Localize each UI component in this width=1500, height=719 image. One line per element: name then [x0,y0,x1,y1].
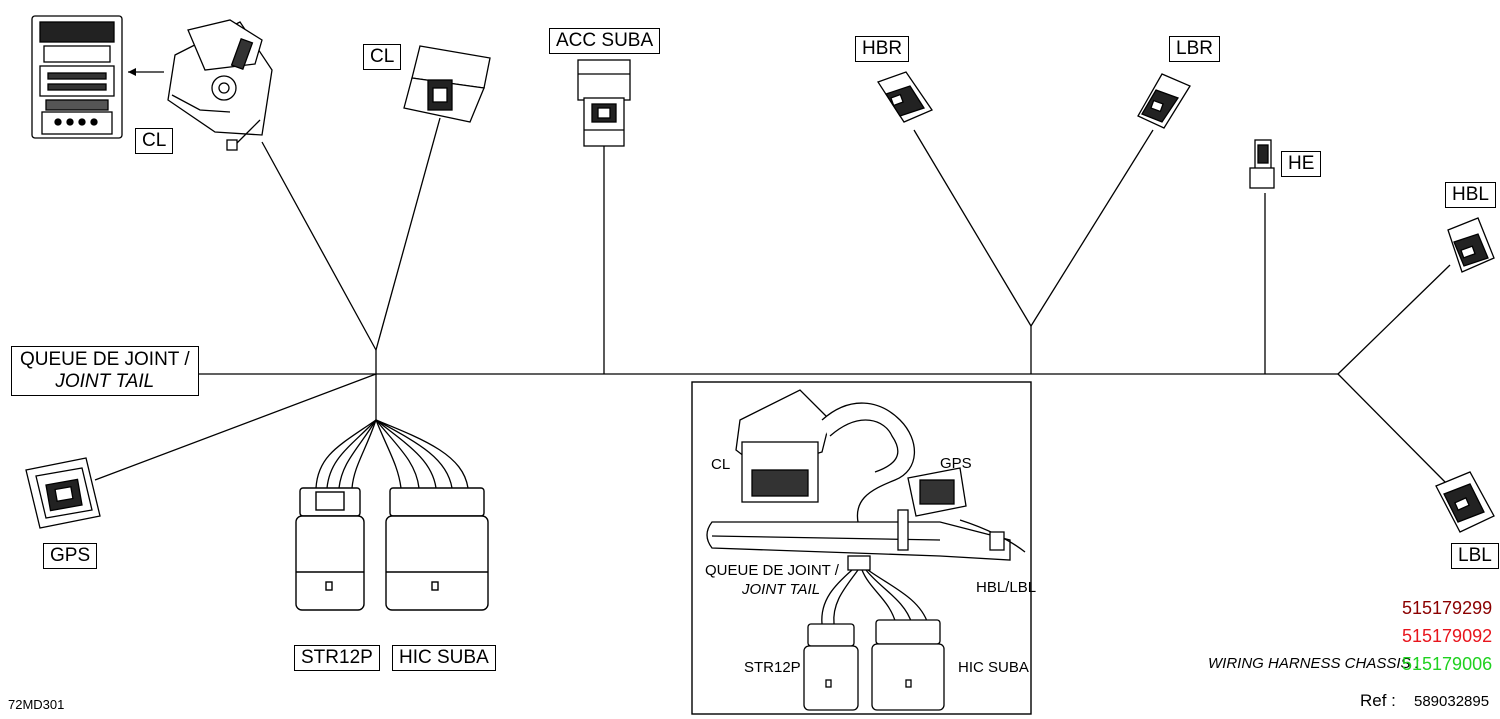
inset-label-joint-tail-en: JOINT TAIL [742,581,821,598]
hic-suba-connector-icon [385,487,489,611]
label-joint-tail-fr: QUEUE DE JOINT / [20,349,190,370]
str12p-connector-icon [295,487,365,611]
label-he: HE [1281,151,1322,177]
cl-angled-connector-icon [167,19,273,151]
label-joint-tail: QUEUE DE JOINT / JOINT TAIL [11,346,199,396]
label-hic-suba: HIC SUBA [392,645,496,671]
inset-harness-illustration-icon [706,389,1026,711]
label-hbr: HBR [855,36,910,62]
inset-label-hbl-lbl: HBL/LBL [976,579,1037,596]
label-str12p: STR12P [294,645,380,671]
lbl-connector-icon [1435,471,1495,533]
figure-id: 72MD301 [8,697,65,712]
label-gps: GPS [43,543,98,569]
inset-label-hic-suba: HIC SUBA [958,659,1029,676]
label-joint-tail-en: JOINT TAIL [55,371,155,392]
acc-suba-connector-icon [577,59,631,147]
lbr-connector-icon [1137,73,1191,129]
label-cl-detail: CL [135,128,174,154]
label-lbr: LBR [1169,36,1220,62]
label-acc-suba: ACC SUBA [549,28,661,54]
part-number-3: 515179006 [1402,654,1493,674]
cl-front-connector-icon [31,15,123,139]
inset-label-str12p: STR12P [744,659,801,676]
gps-connector-icon [25,457,101,529]
hbr-connector-icon [877,71,933,123]
part-number-1: 515179299 [1402,598,1493,618]
ref-number: 589032895 [1414,693,1490,710]
arrow-head-icon [128,68,136,76]
inset-label-gps: GPS [940,455,972,472]
inset-frame [691,381,1032,715]
he-connector-icon [1249,139,1275,189]
harness-label: WIRING HARNESS CHASSIS : [1208,655,1419,672]
cl-top-connector-icon [403,45,491,123]
inset-label-cl: CL [711,456,731,473]
inset-label-joint-tail-fr: QUEUE DE JOINT / [705,562,839,579]
label-lbl: LBL [1451,543,1499,569]
ref-label: Ref : [1360,691,1396,710]
label-hbl: HBL [1445,182,1496,208]
part-number-2: 515179092 [1402,626,1493,646]
hbl-connector-icon [1447,217,1495,273]
label-cl-top: CL [363,44,402,70]
